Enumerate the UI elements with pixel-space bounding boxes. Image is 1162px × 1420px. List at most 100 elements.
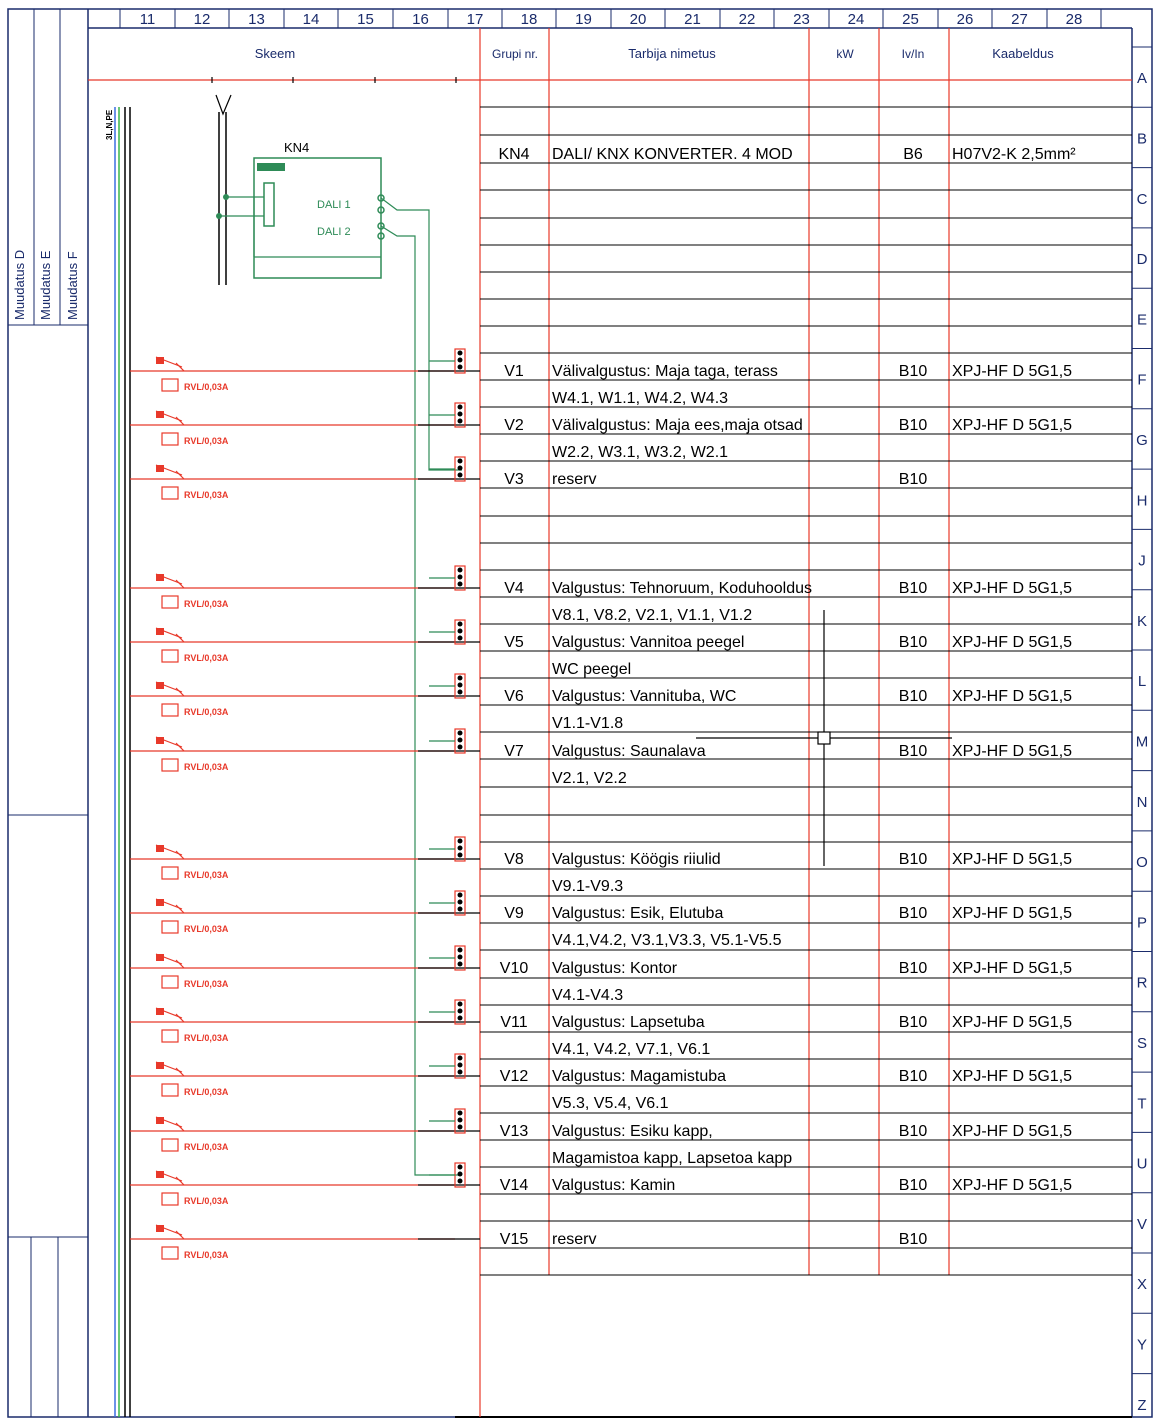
cable-type: XPJ-HF D 5G1,5 — [952, 1123, 1072, 1140]
consumer-name: Valgustus: Esiku kapp, — [552, 1123, 713, 1140]
breaker-symbol — [156, 1171, 164, 1178]
column-number: 12 — [194, 11, 211, 28]
rcd-label: RVL/0,03A — [184, 762, 229, 772]
row-letter: X — [1137, 1276, 1147, 1293]
column-number: 17 — [467, 11, 484, 28]
terminal-pin — [457, 689, 463, 695]
cable-type: XPJ-HF D 5G1,5 — [952, 417, 1072, 434]
breaker-rating: B10 — [899, 1123, 928, 1140]
group-id: V9 — [504, 905, 524, 922]
row-letter: J — [1138, 553, 1146, 570]
rcd-label: RVL/0,03A — [184, 979, 229, 989]
breaker-rating: B10 — [899, 471, 928, 488]
terminal-pin — [457, 899, 463, 905]
rcd-box — [161, 649, 179, 663]
breaker-symbol — [156, 845, 164, 852]
breaker-rating: B10 — [899, 1068, 928, 1085]
rcd-box — [161, 486, 179, 500]
row-letter: G — [1136, 432, 1148, 449]
rcd-label: RVL/0,03A — [184, 599, 229, 609]
rcd-box — [161, 1029, 179, 1043]
rcd-label: RVL/0,03A — [184, 1250, 229, 1260]
consumer-name: Valgustus: Köögis riiulid — [552, 851, 721, 868]
rcd-label: RVL/0,03A — [184, 1142, 229, 1152]
breaker-symbol — [156, 357, 164, 364]
column-number: 27 — [1011, 11, 1028, 28]
table-grid — [88, 28, 1132, 1417]
terminal-pin — [457, 1015, 463, 1021]
group-id: V11 — [500, 1014, 527, 1031]
consumer-detail: V5.3, V5.4, V6.1 — [552, 1095, 669, 1112]
breaker-symbol — [156, 899, 164, 906]
row-letter: F — [1137, 372, 1146, 389]
breaker-contact — [175, 633, 185, 643]
rcd-label: RVL/0,03A — [184, 382, 229, 392]
terminal-pin — [457, 1055, 463, 1061]
column-number: 23 — [793, 11, 810, 28]
consumer-name: Valgustus: Kontor — [552, 960, 678, 977]
row-letter: A — [1137, 70, 1147, 87]
terminal-pin — [457, 465, 463, 471]
consumer-name: DALI/ KNX KONVERTER. 4 MOD — [552, 146, 793, 163]
terminal-pin — [457, 1062, 463, 1068]
terminal-pin — [457, 1110, 463, 1116]
breaker-contact — [175, 362, 185, 372]
terminal-pin — [457, 1171, 463, 1177]
terminal-pin — [457, 581, 463, 587]
converter-marker — [257, 163, 285, 171]
column-number: 20 — [630, 11, 647, 28]
row-letter: Y — [1137, 1336, 1147, 1353]
cable-type: XPJ-HF D 5G1,5 — [952, 634, 1072, 651]
row-letter: L — [1138, 673, 1146, 690]
rcd-label: RVL/0,03A — [184, 1033, 229, 1043]
terminal-pin — [457, 1124, 463, 1130]
breaker-rating: B10 — [899, 905, 928, 922]
breaker-symbol — [156, 1225, 164, 1232]
breaker-rating: B10 — [899, 1177, 928, 1194]
cable-type: XPJ-HF D 5G1,5 — [952, 743, 1072, 760]
breaker-rating: B10 — [899, 743, 928, 760]
column-number: 14 — [303, 11, 320, 28]
outgoing-circuit: RVL/0,03A — [130, 1053, 480, 1097]
terminal-pin — [457, 635, 463, 641]
breaker-symbol — [156, 465, 164, 472]
outgoing-circuit: RVL/0,03A — [130, 945, 480, 989]
terminal-pin — [457, 418, 463, 424]
dali-knx-converter: KN4 DALI 1 DALI 2 — [284, 140, 351, 238]
column-number: 18 — [521, 11, 538, 28]
breaker-rating: B10 — [899, 363, 928, 380]
group-id: V3 — [504, 471, 524, 488]
row-letter: H — [1137, 492, 1148, 509]
outgoing-circuit: RVL/0,03A — [130, 456, 480, 500]
terminal-pin — [457, 961, 463, 967]
column-number: 16 — [412, 11, 429, 28]
consumer-detail: V1.1-V1.8 — [552, 715, 623, 732]
converter-supply — [263, 182, 275, 227]
outgoing-circuit: RVL/0,03A — [130, 673, 480, 717]
consumer-detail: W4.1, W1.1, W4.2, W4.3 — [552, 390, 728, 407]
converter-port-2: DALI 2 — [317, 226, 351, 238]
terminal-pin — [457, 350, 463, 356]
header-kw: kW — [836, 47, 854, 61]
consumer-name: Valgustus: Lapsetuba — [552, 1014, 705, 1031]
breaker-contact — [175, 742, 185, 752]
column-number: 24 — [848, 11, 865, 28]
cable-type: XPJ-HF D 5G1,5 — [952, 580, 1072, 597]
row-letter: D — [1137, 251, 1148, 268]
terminal-pin — [457, 1164, 463, 1170]
terminal-pin — [457, 744, 463, 750]
breaker-rating: B10 — [899, 1231, 928, 1248]
rcd-box — [161, 1246, 179, 1260]
row-letter: K — [1137, 613, 1147, 630]
terminal-pin — [457, 1008, 463, 1014]
drawing-frame — [7, 8, 1153, 1418]
breaker-symbol — [156, 954, 164, 961]
row-letter: C — [1137, 191, 1148, 208]
